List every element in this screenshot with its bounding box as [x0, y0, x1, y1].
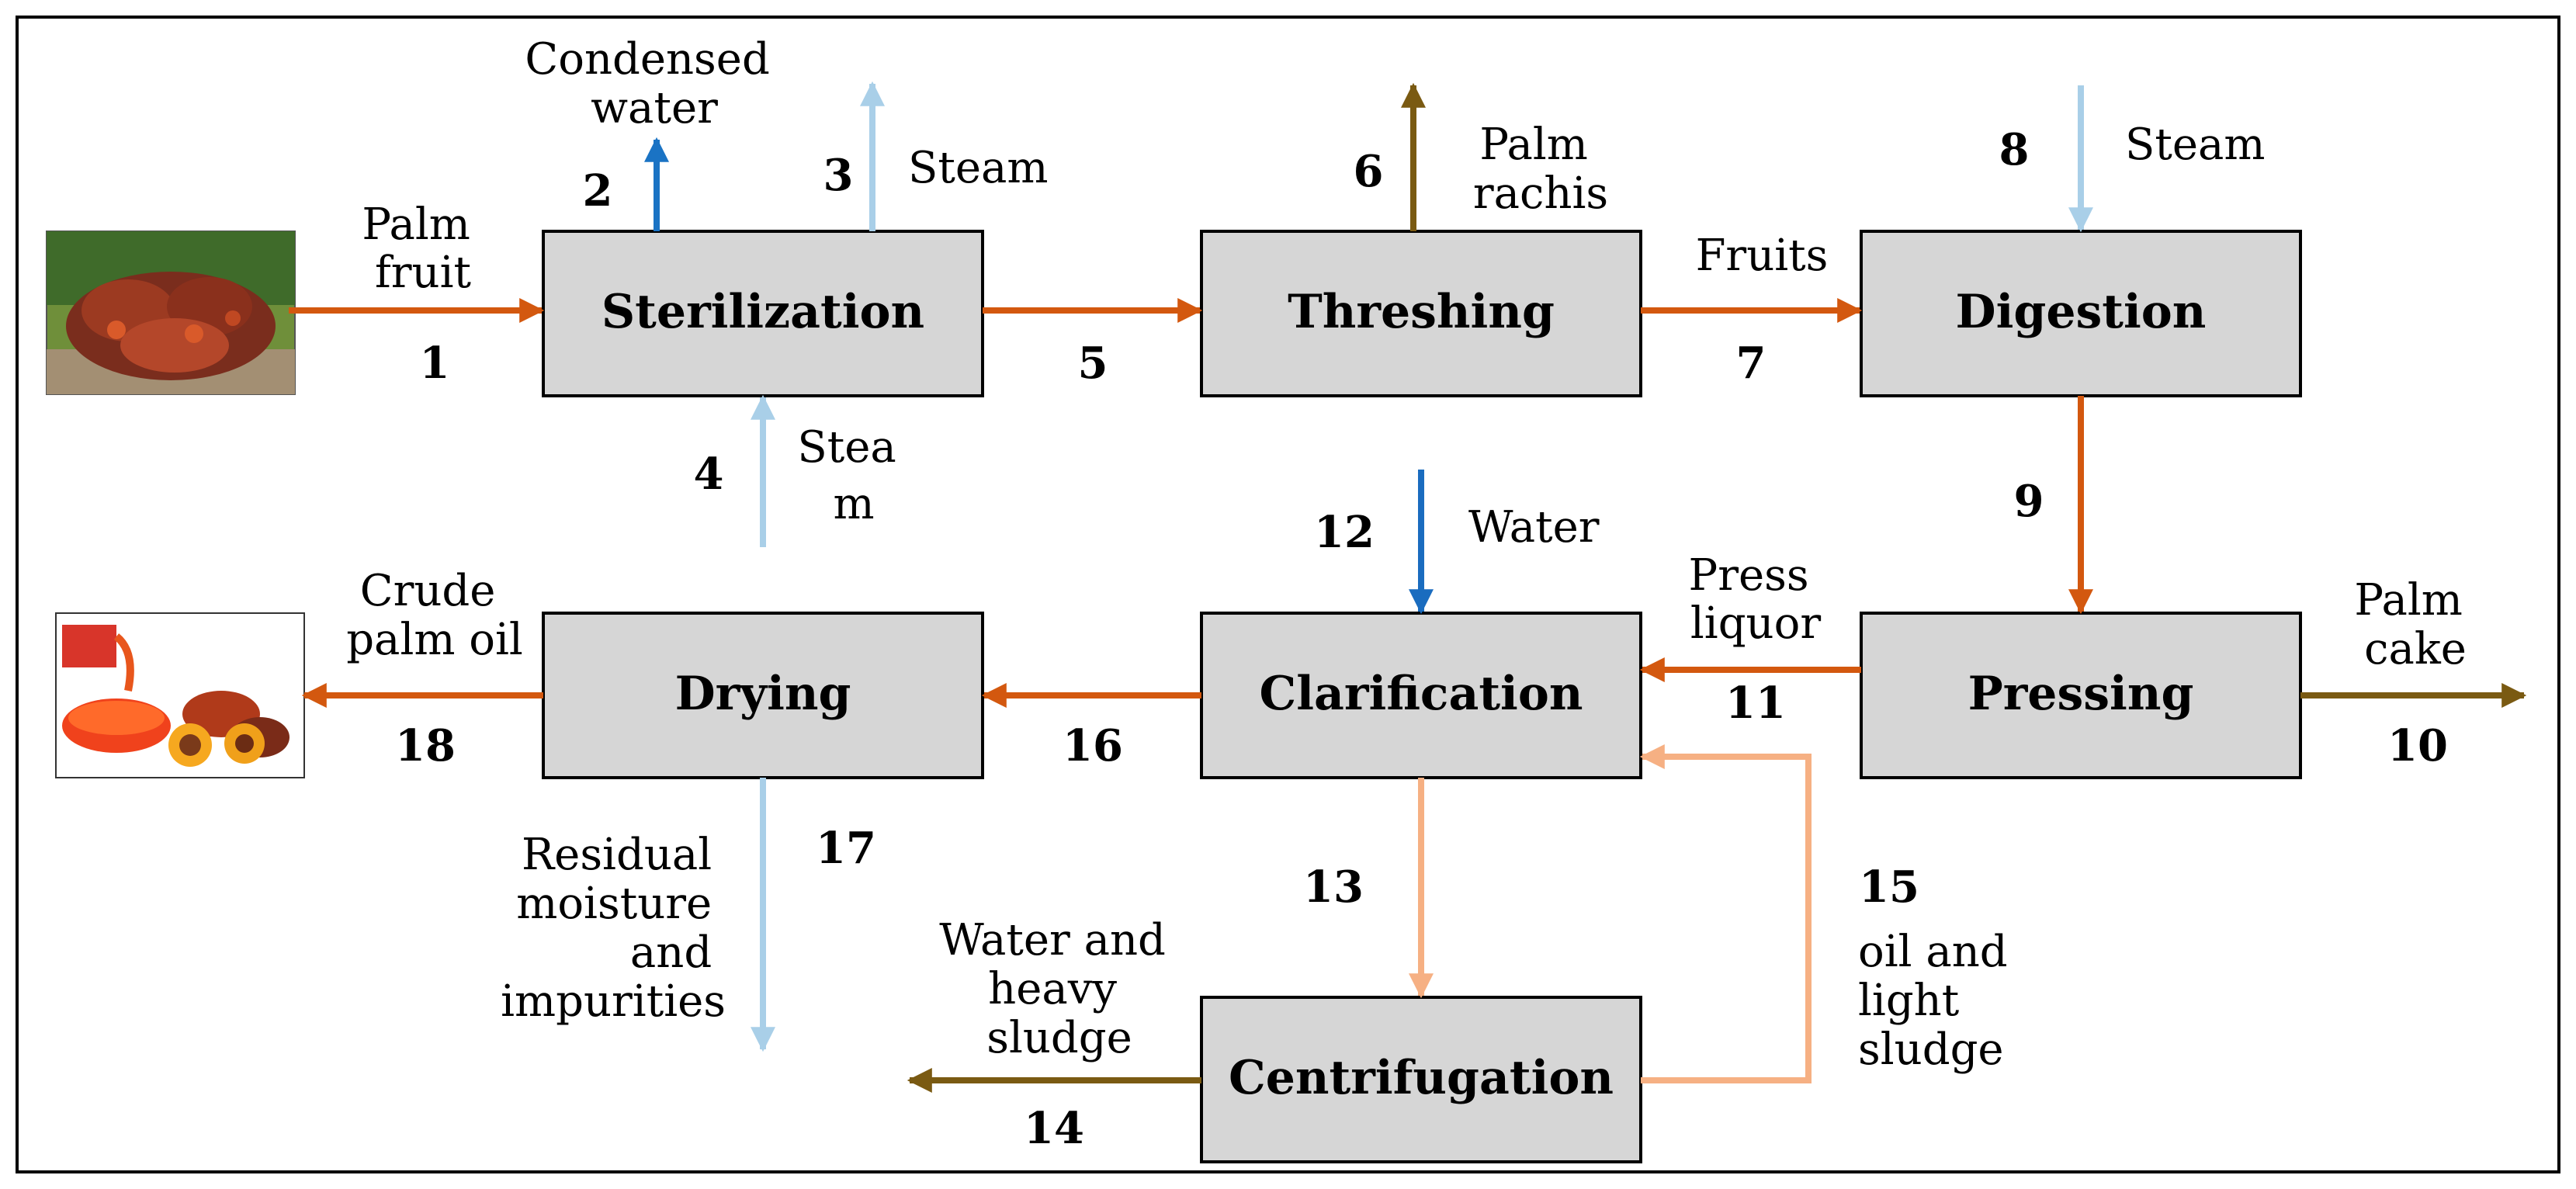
stream-number-10: 10: [2387, 720, 2448, 771]
crude-palm-oil-photo-icon: [55, 612, 305, 778]
stream-label-8: Steam: [2125, 120, 2266, 170]
stream-number-7: 7: [1736, 338, 1766, 389]
stream-number-17: 17: [816, 823, 876, 874]
box-digestion: Digestion: [1860, 230, 2302, 397]
box-clarification: Clarification: [1200, 612, 1642, 779]
box-drying: Drying: [542, 612, 984, 779]
box-sterilization: Sterilization: [542, 230, 984, 397]
stream-label-14: Water and heavy sludge: [939, 915, 1179, 1063]
stream-label-12: Water: [1468, 502, 1600, 553]
box-threshing: Threshing: [1200, 230, 1642, 397]
stream-number-2: 2: [583, 165, 613, 217]
box-threshing-label: Threshing: [1288, 285, 1555, 339]
box-pressing-label: Pressing: [1968, 667, 2194, 721]
stream-label-4: Stea m: [797, 422, 910, 529]
stream-number-11: 11: [1725, 678, 1786, 729]
stream-number-4: 4: [694, 449, 724, 500]
stream-number-3: 3: [823, 150, 854, 201]
stream-number-18: 18: [395, 720, 456, 771]
box-digestion-label: Digestion: [1956, 285, 2207, 339]
stream-label-15: oil and light sludge: [1858, 927, 2021, 1075]
box-drying-label: Drying: [675, 667, 851, 721]
stream-label-10: Palm cake: [2354, 575, 2476, 674]
stream-number-9: 9: [2014, 476, 2044, 527]
stream-number-16: 16: [1063, 720, 1123, 771]
stream-label-7: Fruits: [1696, 231, 1829, 281]
box-pressing: Pressing: [1860, 612, 2302, 779]
diagram-frame: [16, 16, 2560, 1173]
stream-number-12: 12: [1314, 507, 1375, 558]
box-sterilization-label: Sterilization: [602, 285, 924, 339]
stream-label-18: Crude palm oil: [346, 566, 523, 665]
stream-number-1: 1: [420, 338, 450, 389]
palm-fruit-bunch-photo-icon: [46, 231, 296, 395]
box-centrifugation-label: Centrifugation: [1229, 1051, 1614, 1105]
stream-label-17: Residual moisture and impurities: [501, 830, 726, 1027]
box-clarification-label: Clarification: [1259, 667, 1583, 721]
stream-number-15: 15: [1859, 861, 1919, 913]
stream-label-11: Press liquor: [1689, 550, 1823, 649]
stream-label-6: Palm rachis: [1473, 120, 1608, 219]
stream-number-13: 13: [1303, 861, 1364, 913]
stream-label-1: Palm fruit: [362, 199, 484, 298]
arrow-stream-15: [1639, 744, 1812, 1083]
stream-number-8: 8: [1999, 124, 2030, 175]
stream-number-6: 6: [1354, 146, 1384, 197]
box-centrifugation: Centrifugation: [1200, 996, 1642, 1163]
stream-label-3: Steam: [908, 143, 1049, 193]
stream-label-2: Condensed water: [525, 34, 783, 133]
stream-number-14: 14: [1024, 1103, 1084, 1154]
stream-number-5: 5: [1078, 338, 1108, 389]
